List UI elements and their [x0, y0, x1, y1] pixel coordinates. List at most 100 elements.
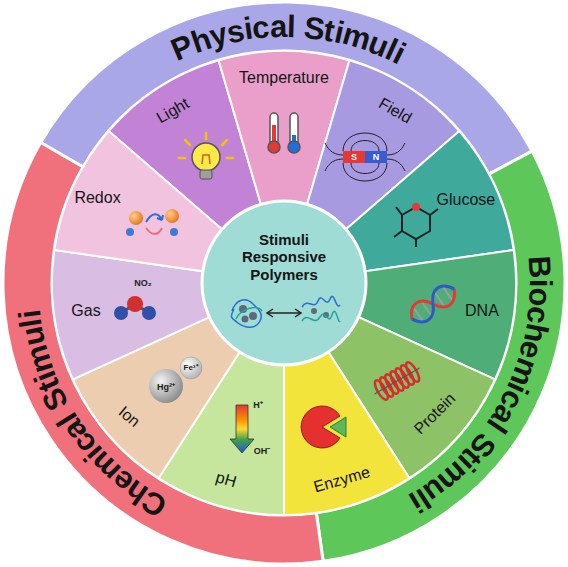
icon-label: Fe³⁺: [184, 363, 199, 372]
band-letter: e: [105, 463, 140, 500]
node-shape: [41, 2, 532, 174]
band-letter: l: [380, 33, 402, 68]
stimulus-label: pH: [214, 468, 239, 491]
band-letter: c: [66, 426, 103, 461]
node-shape: [219, 51, 350, 204]
polymer-cartoon: [231, 296, 340, 327]
node-shape: [73, 317, 240, 478]
band-letter: c: [520, 304, 556, 325]
band-letter: u: [363, 26, 393, 65]
node-shape: [316, 151, 565, 561]
band-letter: l: [410, 481, 436, 514]
icon-label: H⁺: [253, 400, 263, 410]
band-letter: i: [28, 366, 63, 386]
node-shape: [346, 131, 514, 271]
band-letter: h: [187, 22, 216, 60]
band-letter: [475, 420, 508, 447]
center-title: Stimuli Responsive Polymers: [219, 231, 349, 283]
ph-gradient-arrow: [230, 405, 254, 453]
icon-label: NO₂: [134, 278, 152, 288]
band-letter: t: [31, 373, 66, 396]
band-letter: [294, 10, 305, 45]
node-shape: [3, 143, 323, 565]
band-letter: P: [166, 28, 198, 67]
band-letter: m: [19, 341, 60, 377]
gas-molecule-icon: [114, 296, 156, 320]
icon-label: S: [351, 152, 357, 162]
band-letter: u: [15, 323, 52, 349]
band-letter: i: [77, 439, 108, 468]
band-letter: m: [503, 353, 545, 391]
band-letter: y: [206, 17, 231, 54]
band-letter: l: [14, 316, 49, 330]
band-letter: u: [417, 471, 452, 510]
stimulus-label: Gas: [71, 302, 100, 320]
glucose-ring-icon: [394, 203, 438, 247]
stimulus-label: Light: [154, 94, 193, 127]
band-letter: e: [512, 337, 549, 363]
band-letter: l: [480, 413, 513, 439]
stimulus-label: Glucose: [437, 191, 496, 209]
band-letter: t: [321, 13, 337, 48]
band-letter: S: [463, 426, 503, 464]
band-letter: h: [119, 473, 154, 512]
node-shape: [202, 201, 366, 365]
node-shape: [54, 131, 222, 271]
node-shape: [307, 60, 459, 229]
band-letter: S: [302, 11, 327, 47]
band-letter: i: [451, 448, 481, 478]
icon-label: OH⁻: [254, 446, 271, 456]
bulb-icon: [179, 133, 233, 179]
band-letter: i: [403, 486, 428, 520]
band-letter: l: [50, 406, 83, 431]
stimulus-label: Protein: [411, 390, 460, 439]
band-letter: i: [387, 37, 410, 71]
band-letter: C: [136, 483, 173, 524]
band-letter: s: [224, 13, 247, 50]
band-letter: l: [286, 10, 296, 44]
band-letter: i: [331, 15, 347, 50]
band-letter: c: [493, 385, 531, 416]
stimulus-label: DNA: [465, 302, 499, 320]
band-letter: i: [500, 377, 535, 399]
stimulus-label: Redox: [74, 189, 120, 207]
icon-label: Hg²⁺: [157, 382, 175, 392]
band-letter: a: [55, 413, 93, 447]
stimulus-label: Enzyme: [311, 463, 372, 497]
band-letter: m: [84, 445, 128, 489]
band-letter: i: [523, 279, 557, 288]
stimulus-label: Field: [375, 94, 414, 127]
band-letter: t: [456, 441, 488, 472]
stimulus-label: Ion: [115, 403, 144, 431]
node-shape: [284, 352, 409, 515]
band-letter: m: [431, 454, 474, 498]
dna-helix-icon: [406, 280, 461, 327]
band-letter: h: [517, 320, 554, 345]
